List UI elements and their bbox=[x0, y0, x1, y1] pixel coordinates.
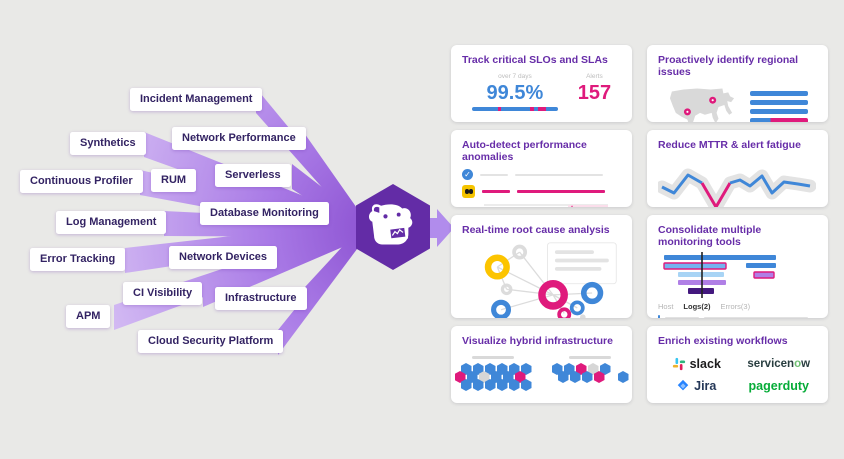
card-root-cause: Real-time root cause analysis bbox=[451, 215, 632, 318]
card-consolidate: Consolidate multiple monitoring tools Ho… bbox=[647, 215, 828, 318]
check-icon: ✓ bbox=[462, 169, 473, 180]
region-bars bbox=[749, 91, 808, 122]
funnel-label-incident-management: Incident Management bbox=[130, 88, 263, 111]
card-title: Auto-detect performance anomalies bbox=[462, 139, 587, 163]
card-title: Real-time root cause analysis bbox=[462, 224, 610, 236]
hostmap-cluster-right bbox=[551, 356, 629, 389]
funnel-label-rum: RUM bbox=[151, 169, 197, 192]
datadog-dog-icon bbox=[368, 204, 413, 245]
funnel-label-network-performance: Network Performance bbox=[172, 127, 306, 150]
hostmap-cluster-left bbox=[454, 356, 532, 391]
funnel-label-cloud-security-platform: Cloud Security Platform bbox=[138, 330, 284, 353]
card-regional-issues: Proactively identify regional issues bbox=[647, 45, 828, 122]
card-title: Enrich existing workflows bbox=[658, 335, 788, 347]
funnel-label-apm: APM bbox=[66, 305, 111, 328]
funnel-label-log-management: Log Management bbox=[56, 211, 167, 234]
trace-tabs: Host Logs(2) Errors(3) bbox=[658, 302, 817, 311]
funnel-label-serverless: Serverless bbox=[215, 164, 291, 187]
alerts-value: 157 bbox=[577, 82, 612, 104]
card-workflows: Enrich existing workflows slack servicen… bbox=[647, 326, 828, 403]
watchdog-icon bbox=[462, 185, 475, 198]
tab-logs: Logs(2) bbox=[683, 302, 711, 311]
slo-value: 99.5% bbox=[486, 82, 544, 104]
card-title: Visualize hybrid infrastructure bbox=[462, 335, 613, 347]
anomaly-sparkline bbox=[484, 204, 608, 207]
card-title: Reduce MTTR & alert fatigue bbox=[658, 139, 801, 151]
usa-map-icon bbox=[669, 88, 734, 122]
slack-logo: slack bbox=[672, 357, 721, 371]
trace-flame-graph bbox=[663, 252, 776, 298]
funnel-label-error-tracking: Error Tracking bbox=[30, 248, 126, 271]
funnel-label-ci-visibility: CI Visibility bbox=[123, 282, 203, 305]
card-title: Track critical SLOs and SLAs bbox=[462, 54, 608, 66]
pagerduty-logo: pagerduty bbox=[748, 379, 809, 393]
slo-period-label: over 7 days bbox=[498, 73, 532, 80]
slo-metrics: over 7 days 99.5% Alerts 157 bbox=[462, 73, 621, 111]
tab-host: Host bbox=[658, 302, 674, 311]
card-title: Consolidate multiple monitoring tools bbox=[658, 224, 762, 248]
mttr-line-chart bbox=[658, 168, 816, 207]
slo-status-bar bbox=[471, 107, 558, 111]
funnel-label-infrastructure: Infrastructure bbox=[215, 287, 307, 310]
funnel-label-continuous-profiler: Continuous Profiler bbox=[20, 170, 143, 193]
card-mttr: Reduce MTTR & alert fatigue bbox=[647, 130, 828, 207]
jira-icon bbox=[677, 379, 689, 391]
funnel-label-network-devices: Network Devices bbox=[169, 246, 278, 269]
jira-logo: Jira bbox=[676, 379, 716, 393]
funnel-label-database-monitoring: Database Monitoring bbox=[200, 202, 329, 225]
card-hybrid-infra: Visualize hybrid infrastructure bbox=[451, 326, 632, 403]
benefit-cards-grid: Track critical SLOs and SLAs over 7 days… bbox=[451, 45, 828, 403]
slack-icon bbox=[672, 357, 685, 371]
alerts-label: Alerts bbox=[586, 73, 603, 80]
card-title: Proactively identify regional issues bbox=[658, 54, 799, 78]
tab-errors: Errors(3) bbox=[720, 302, 751, 311]
card-slos: Track critical SLOs and SLAs over 7 days… bbox=[451, 45, 632, 122]
card-anomalies: Auto-detect performance anomalies ✓ bbox=[451, 130, 632, 207]
root-cause-graph bbox=[484, 242, 617, 318]
funnel-label-synthetics: Synthetics bbox=[70, 132, 146, 155]
servicenow-logo: servicenow bbox=[747, 358, 811, 370]
